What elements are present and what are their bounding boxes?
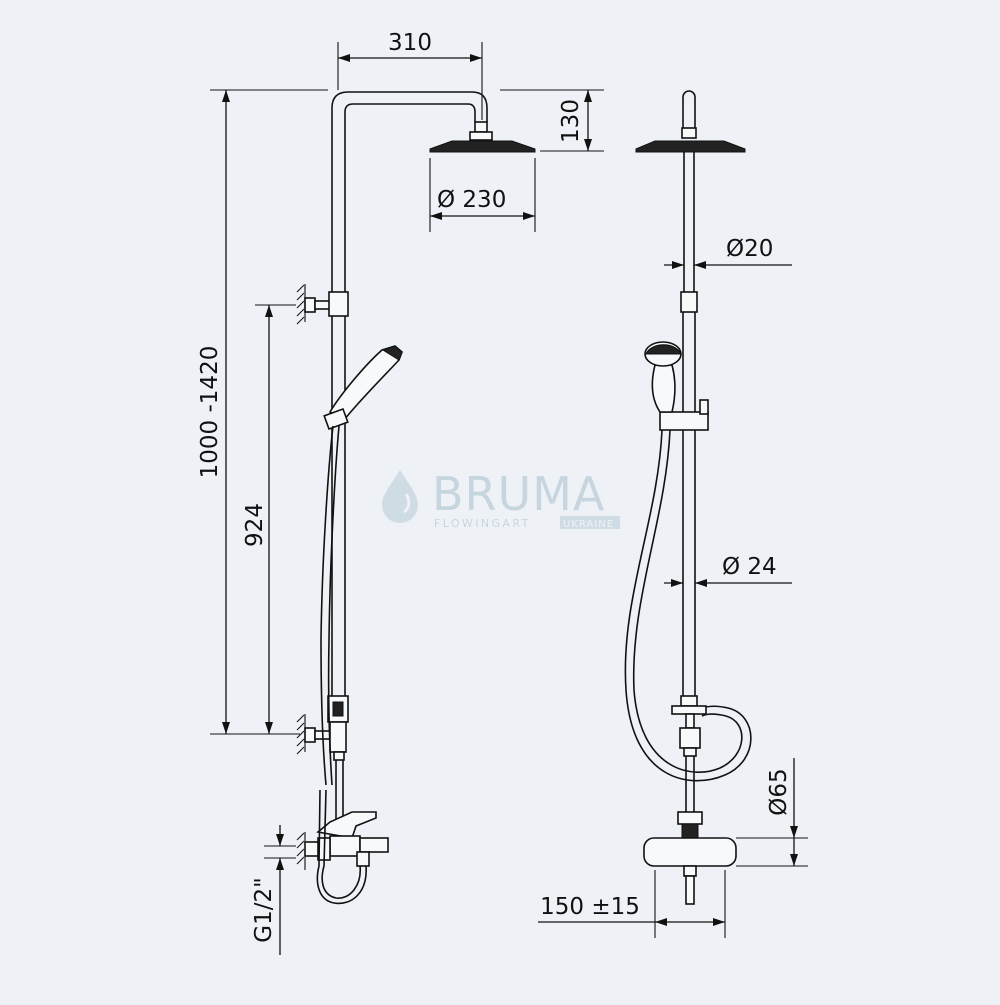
brand-region: UKRAINE	[563, 519, 614, 530]
head-height-label: 130	[558, 99, 584, 143]
svg-text:Ø20: Ø20	[726, 236, 773, 262]
front-view: Ø20 Ø 24 Ø65 150 ±15	[538, 90, 808, 938]
hose	[624, 429, 752, 782]
rain-head-side	[429, 140, 536, 153]
svg-text:Ø 24: Ø 24	[722, 554, 777, 580]
rain-head-front	[635, 140, 746, 153]
upper-tube-diameter-label: 20	[744, 236, 773, 262]
bracket-spacing-label: 924	[242, 503, 268, 547]
svg-text:Ø65: Ø65	[766, 768, 792, 815]
brand-name: BRUMA	[432, 467, 605, 521]
inlet-thread-label: G1/2"	[251, 877, 277, 942]
svg-text:Ø 230: Ø 230	[437, 187, 506, 213]
head-dimensions: 130 Ø 230	[429, 89, 604, 232]
brand-tagline: FLOWINGART	[434, 517, 531, 530]
mixer-height-label: 65	[766, 768, 792, 797]
riser-pipe	[331, 91, 488, 700]
upper-tube	[682, 90, 696, 128]
inlet-spacing-label: 150 ±15	[540, 894, 640, 920]
upper-wall-bracket	[296, 284, 349, 325]
diverter-front	[671, 695, 707, 812]
lower-tube-diameter-label: 24	[747, 554, 776, 580]
mixer-side	[296, 789, 389, 905]
hand-shower-side	[320, 345, 403, 786]
brand-watermark: BRUMA FLOWINGART UKRAINE	[382, 467, 620, 530]
head-diameter-label: 230	[462, 187, 506, 213]
diameter-symbol: Ø	[722, 554, 740, 580]
mixer-front	[643, 811, 737, 905]
slide-holder	[644, 341, 709, 431]
arm-length-label: 310	[388, 30, 432, 56]
diameter-symbol: Ø	[726, 236, 744, 262]
total-height-label: 1000 -1420	[197, 346, 223, 479]
diameter-symbol: Ø	[766, 798, 792, 816]
diameter-symbol: Ø	[437, 187, 455, 213]
drop-logo-icon	[382, 470, 418, 523]
side-view: 310 1000 -1420 924 G1/2"	[197, 30, 536, 955]
